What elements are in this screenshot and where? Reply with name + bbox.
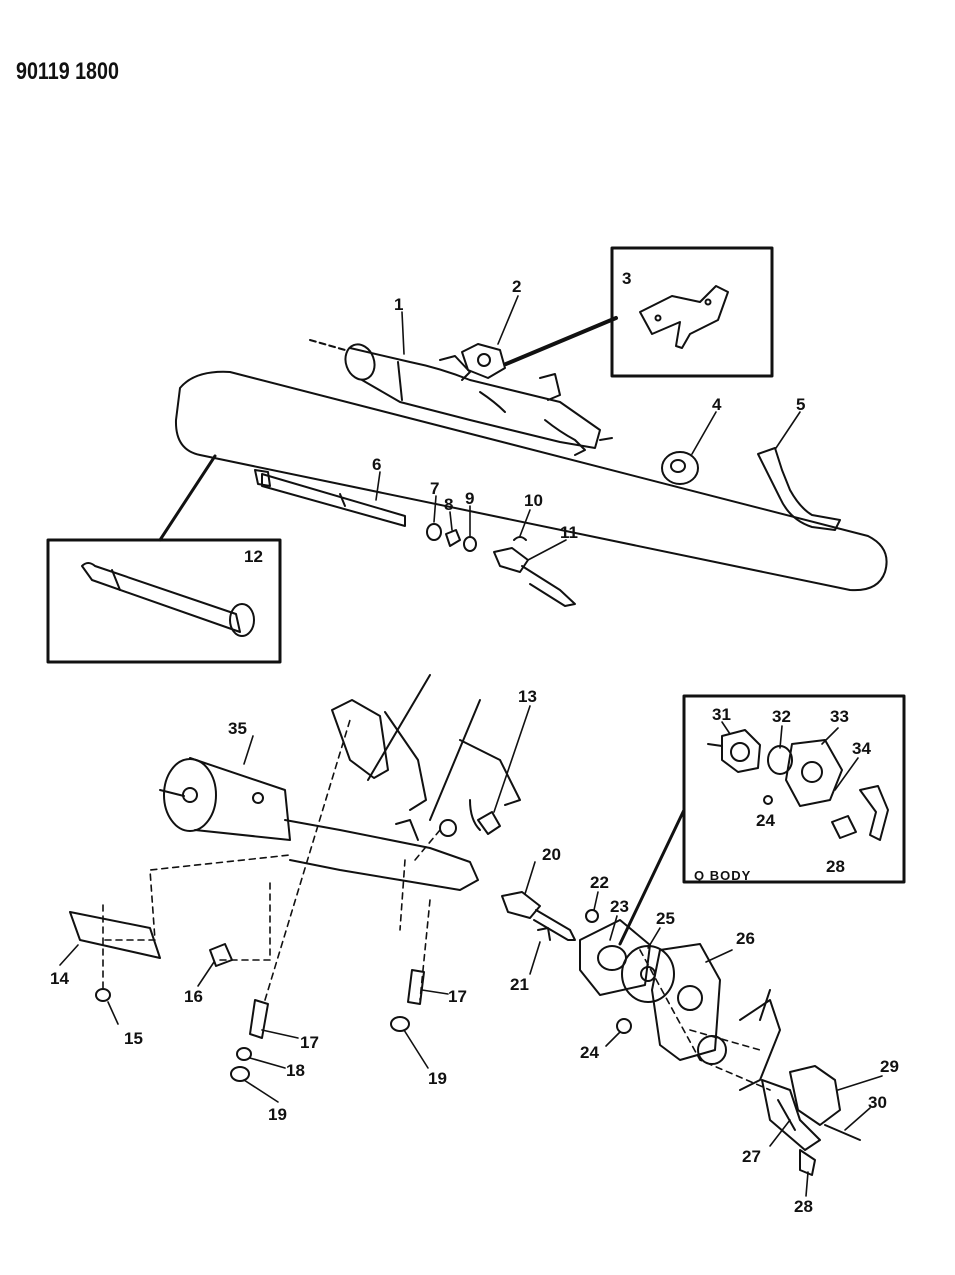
bracket-part-5 [757,447,841,531]
callout-8: 8 [444,495,453,514]
upper-assembly [46,246,888,664]
lower-assembly [69,674,906,1176]
lever-part-20 [501,891,576,941]
bolt-part-24 [616,1018,632,1034]
clip-part-10 [513,536,527,541]
bracket-part-34 [859,785,889,841]
callout-34: 34 [852,739,871,758]
callout-22: 22 [590,873,609,892]
spring-part-8 [445,529,461,547]
switch-part-31 [707,729,761,773]
inset-box-part-3 [610,246,774,378]
callout-28: 28 [794,1197,813,1216]
callout-1: 1 [394,295,403,314]
callout-17b: 17 [448,987,467,1006]
inset-box-part-12 [46,538,282,664]
callout-10: 10 [524,491,543,510]
callout-5: 5 [796,395,805,414]
pin-part-30 [824,1124,861,1141]
column-jacket-part-1 [344,343,613,456]
lever-part-11 [493,547,576,607]
callout-30: 30 [868,1093,887,1112]
shaft-part-27 [761,1079,821,1151]
callout-33: 33 [830,707,849,726]
nut-part-22 [585,909,599,923]
callout-26: 26 [736,929,755,948]
callout-11: 11 [560,523,578,542]
callout-29: 29 [880,1057,899,1076]
callout-31: 31 [712,705,731,724]
callout-15: 15 [124,1029,143,1048]
callout-12: 12 [244,547,263,566]
callout-21: 21 [510,975,529,994]
ring-part-9 [463,536,477,552]
callout-28-inset: 28 [826,857,845,876]
bracket-part-2 [461,343,506,379]
callout-13: 13 [518,687,537,706]
callout-16: 16 [184,987,203,1006]
cylinder-part-35 [159,757,291,841]
bolt-part-24-inset [763,795,773,805]
callout-2: 2 [512,277,521,296]
coupling-part-28-inset [831,815,857,839]
bracket-part-14 [69,911,161,959]
diagram-code: 90119 1800 [16,58,119,85]
nut-part-19b [390,1016,410,1032]
callout-24: 24 [580,1043,599,1062]
callout-19b: 19 [428,1069,447,1088]
housing-part-33 [785,739,843,807]
nut-part-4 [661,451,699,485]
callout-17a: 17 [300,1033,319,1052]
bolt-part-13 [477,811,501,835]
callout-6: 6 [372,455,381,474]
disc-part-25 [621,945,675,1003]
callout-27: 27 [742,1147,761,1166]
callout-19a: 19 [268,1105,287,1124]
washer-part-18 [236,1047,252,1061]
stud-part-17b [407,969,425,1005]
callout-9: 9 [465,489,474,508]
callout-23: 23 [610,897,629,916]
pin-part-21 [537,927,551,941]
plate-part-23 [579,919,651,996]
callout-4: 4 [712,395,722,414]
callout-35: 35 [228,719,247,738]
callout-3: 3 [622,269,631,288]
nut-part-16 [209,943,233,967]
bolt-part-15 [95,988,111,1002]
housing-part-26 [651,943,781,1091]
washer-part-7 [426,523,442,541]
callout-32: 32 [772,707,791,726]
lower-column-body [284,674,521,891]
callout-14: 14 [50,969,69,988]
callout-25: 25 [656,909,675,928]
shaft-part-6 [254,469,406,527]
q-body-label: Q BODY [694,868,751,883]
stud-part-17a [249,999,269,1039]
joint-part-29 [789,1065,841,1126]
callout-7: 7 [430,479,439,498]
callout-18: 18 [286,1061,305,1080]
coupling-part-28 [799,1149,816,1176]
callout-20: 20 [542,845,561,864]
callout-24-inset: 24 [756,811,775,830]
nut-part-19a [230,1066,250,1082]
